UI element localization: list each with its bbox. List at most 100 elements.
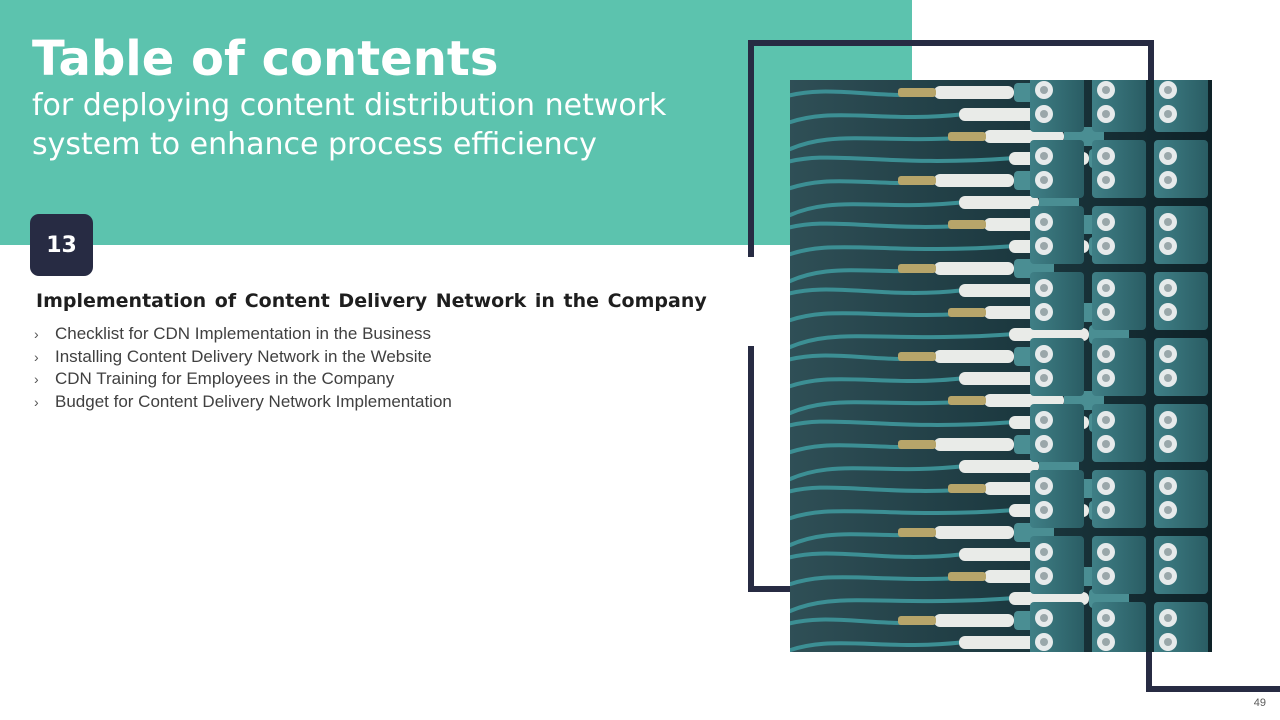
list-item-label: Checklist for CDN Implementation in the … (55, 324, 432, 344)
port-connector-core (1164, 242, 1172, 250)
chevron-right-icon: › (34, 371, 39, 388)
fiber-optic-illustration (790, 80, 1212, 652)
port-connector-core (1164, 374, 1172, 382)
cable-connector-collar (898, 176, 936, 185)
port-connector-core (1040, 218, 1048, 226)
list-item: › Installing Content Delivery Network in… (34, 346, 452, 369)
port-connector-core (1164, 614, 1172, 622)
port-connector-core (1102, 176, 1110, 184)
port-connector-core (1040, 350, 1048, 358)
port-connector-core (1040, 86, 1048, 94)
frame-line-left-lower (748, 346, 754, 592)
port-block (1154, 338, 1208, 396)
port-block (1030, 404, 1084, 462)
port-connector-core (1040, 638, 1048, 646)
cable-connector-collar (948, 396, 986, 405)
port-connector-core (1164, 152, 1172, 160)
port-connector-core (1040, 242, 1048, 250)
port-block (1092, 536, 1146, 594)
port-connector-core (1040, 416, 1048, 424)
port-block (1092, 206, 1146, 264)
port-connector-core (1164, 416, 1172, 424)
port-connector-core (1102, 284, 1110, 292)
cable-connector (934, 614, 1014, 627)
cable-connector-collar (948, 572, 986, 581)
list-item: › Budget for Content Delivery Network Im… (34, 391, 452, 414)
cable-connector (934, 526, 1014, 539)
frame-line-right-upper (1148, 40, 1154, 80)
cable-connector-collar (948, 132, 986, 141)
page-title: Table of contents (32, 31, 499, 87)
cable-connector (984, 394, 1064, 407)
port-connector-core (1164, 284, 1172, 292)
fiber-cable (790, 332, 1016, 350)
cable-connector (959, 636, 1039, 649)
cable-connector-collar (948, 220, 986, 229)
port-block (1092, 404, 1146, 462)
cable-connector-collar (898, 88, 936, 97)
cable-connector-collar (948, 308, 986, 317)
section-items-list: › Checklist for CDN Implementation in th… (34, 323, 452, 413)
fiber-cable (790, 244, 1016, 257)
cable-connector-collar (898, 616, 936, 625)
port-connector-core (1040, 572, 1048, 580)
cable-connector (984, 130, 1064, 143)
list-item-label: Installing Content Delivery Network in t… (55, 346, 432, 366)
port-connector-core (1164, 482, 1172, 490)
port-block (1154, 206, 1208, 264)
port-connector-core (1102, 638, 1110, 646)
frame-line-left-upper (748, 40, 754, 257)
list-item: › Checklist for CDN Implementation in th… (34, 323, 452, 346)
page-subtitle: for deploying content distribution netwo… (32, 88, 667, 162)
port-connector-core (1164, 572, 1172, 580)
cable-connector (934, 262, 1014, 275)
port-block (1030, 470, 1084, 528)
port-connector-core (1164, 110, 1172, 118)
port-connector-core (1164, 176, 1172, 184)
port-connector-core (1164, 638, 1172, 646)
port-block (1092, 470, 1146, 528)
fiber-cable (790, 464, 966, 482)
cable-connector-collar (948, 484, 986, 493)
port-block (1154, 140, 1208, 198)
port-connector-core (1164, 440, 1172, 448)
port-connector-core (1102, 572, 1110, 580)
port-connector-core (1164, 86, 1172, 94)
port-connector-core (1040, 176, 1048, 184)
port-connector-core (1040, 506, 1048, 514)
port-connector-core (1102, 110, 1110, 118)
port-connector-core (1040, 284, 1048, 292)
port-connector-core (1164, 506, 1172, 514)
port-connector-core (1040, 548, 1048, 556)
cable-connector (959, 460, 1039, 473)
frame-line-bottom-left (748, 586, 790, 592)
fiber-cable (790, 376, 966, 389)
fiber-optic-cables-photo (790, 80, 1212, 652)
port-connector-core (1102, 86, 1110, 94)
chevron-right-icon: › (34, 393, 39, 410)
list-item: › CDN Training for Employees in the Comp… (34, 368, 452, 391)
port-block (1030, 206, 1084, 264)
port-block (1154, 404, 1208, 462)
port-connector-core (1040, 110, 1048, 118)
port-block (1154, 470, 1208, 528)
port-block (1092, 140, 1146, 198)
page-number: 49 (1253, 697, 1266, 709)
frame-line-right-lower (1146, 652, 1152, 692)
port-block (1092, 338, 1146, 396)
cable-connector-collar (898, 440, 936, 449)
section-number-badge: 13 (30, 214, 93, 276)
port-connector-core (1102, 548, 1110, 556)
cable-connector-collar (898, 352, 936, 361)
fiber-cable (790, 508, 1016, 521)
port-connector-core (1164, 218, 1172, 226)
port-connector-core (1164, 350, 1172, 358)
port-connector-core (1102, 308, 1110, 316)
fiber-cable (790, 155, 1016, 164)
port-block (1030, 536, 1084, 594)
list-item-label: CDN Training for Employees in the Compan… (55, 369, 395, 389)
port-connector-core (1102, 242, 1110, 250)
cable-connector-collar (898, 528, 936, 537)
chevron-right-icon: › (34, 326, 39, 343)
cable-connector-collar (898, 264, 936, 273)
